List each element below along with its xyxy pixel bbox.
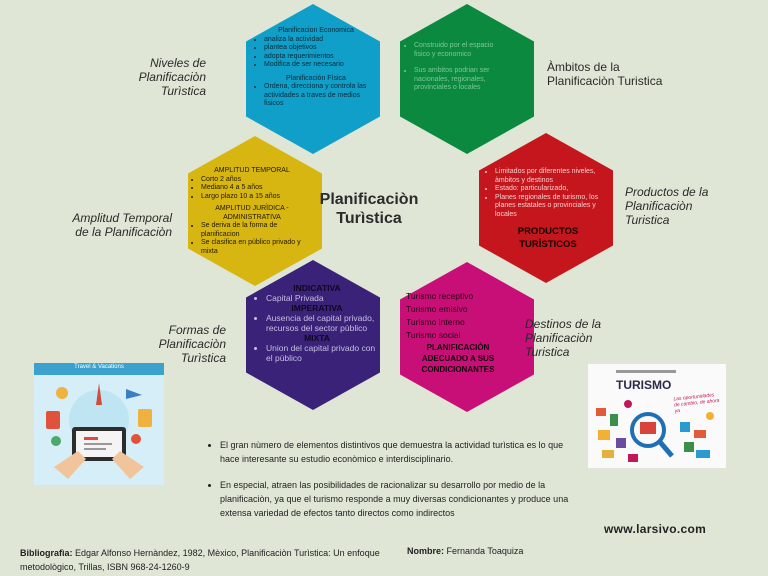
list-item: Union del capital privado con el pùblico <box>266 343 376 363</box>
list-item: Turismo receptivo <box>406 290 510 303</box>
magenta-hex-content: Turismo receptivo Turismo emisivo Turism… <box>406 290 510 375</box>
name-label: Nombre: <box>407 546 444 556</box>
list-item: analiza la actividad <box>264 36 376 45</box>
label-line: Planificaciòn <box>525 331 645 345</box>
list-item: Corto 2 años <box>201 176 311 185</box>
label-line: Planificaciòn <box>130 337 226 351</box>
label-line: Turistica <box>625 213 745 227</box>
tourist-products-title: PRODUCTOS TURÌSTICOS <box>487 225 609 251</box>
travel-icons <box>34 375 164 485</box>
conditions-planning-title: PLANIFICACIÒN ADECUADO A SUS CONDICIONAN… <box>406 342 510 375</box>
economic-planning-title: Planificacion Economica <box>256 27 376 36</box>
bibliography-text: Edgar Alfonso Hernàndez, 1982, Mèxico, P… <box>20 548 380 572</box>
label-niveles: Niveles de Planificaciòn Turìstica <box>110 56 206 98</box>
travel-illustration: Travel & Vacations <box>34 363 164 485</box>
bullet-item: El gran nùmero de elementos distintivos … <box>220 438 578 466</box>
label-destinos: Destinos de la Planificaciòn Turistica <box>525 317 645 359</box>
yellow-hex-content: AMPLITUD TEMPORAL Corto 2 años Mediano 4… <box>193 167 311 256</box>
purple-hex-content: INDICATIVA Capital Privada IMPERATIVA Au… <box>258 283 376 363</box>
label-line: de la Planificaciòn <box>40 225 172 239</box>
imperative-title: IMPERATIVA <box>258 303 376 313</box>
label-productos: Productos de la Planificaciòn Turistica <box>625 185 745 227</box>
list-item: Capital Privada <box>266 293 376 303</box>
red-hex-content: Limitados por diferentes niveles, àmbito… <box>487 168 609 251</box>
list-item: Planes regionales de turismo, los planes… <box>495 194 609 220</box>
list-item: adopta requerimientos <box>264 53 376 62</box>
label-ambitos: Àmbitos de la Planificaciòn Turistica <box>547 60 717 88</box>
list-item: Construido por el espacio fisico y econo… <box>414 42 510 59</box>
title-line: Turìstica <box>302 209 436 228</box>
list-item: Mediano 4 a 5 años <box>201 184 311 193</box>
label-line: Turìstica <box>110 84 206 98</box>
title-line: Planificaciòn <box>302 190 436 209</box>
summary-bullets: El gran nùmero de elementos distintivos … <box>208 438 578 532</box>
list-item: Ordena, direcciona y controla las activi… <box>264 83 376 109</box>
list-item: Turismo emisivo <box>406 303 510 316</box>
bullet-item: En especial, atraen las posibilidades de… <box>220 478 578 520</box>
bibliography: Bibliografìa: Edgar Alfonso Hernàndez, 1… <box>20 546 395 574</box>
list-item: Limitados por diferentes niveles, àmbito… <box>495 168 609 185</box>
blue-hex-content: Planificacion Economica analiza la activ… <box>256 27 376 109</box>
label-line: Planificaciòn <box>110 70 206 84</box>
poster-graphics <box>588 364 726 468</box>
label-line: Niveles de <box>110 56 206 70</box>
label-line: Planificaciòn <box>625 199 745 213</box>
turismo-poster: TURISMO Las oportunidades de cambio, de … <box>588 364 726 468</box>
list-item: plantea objetivos <box>264 44 376 53</box>
indicative-title: INDICATIVA <box>258 283 376 293</box>
legal-amplitude-title: AMPLITUD JURÌDICA - ADMINISTRATIVA <box>193 205 311 222</box>
list-item: Se clasifica en pùblico privado y mixta <box>201 239 311 256</box>
list-item: Modifica de ser necesario <box>264 61 376 70</box>
label-line: Destinos de la <box>525 317 645 331</box>
label-line: Formas de <box>130 323 226 337</box>
label-line: Àmbitos de la <box>547 60 717 74</box>
list-item: Turismo social <box>406 329 510 342</box>
list-item: Ausencia del capital privado, recursos d… <box>266 313 376 333</box>
label-formas: Formas de Planificaciòn Turìstica <box>130 323 226 365</box>
list-item: Estado: particularizado, <box>495 185 609 194</box>
list-item: Se deriva de la forma de planificacion <box>201 222 311 239</box>
diagram-title: Planificaciòn Turìstica <box>302 190 436 228</box>
list-item: Largo plazo 10 a 15 años <box>201 193 311 202</box>
name-value: Fernanda Toaquiza <box>447 546 524 556</box>
illustration-title: Travel & Vacations <box>34 364 164 370</box>
physical-planning-title: Planificación Fìsica <box>256 75 376 84</box>
label-line: Planificaciòn Turistica <box>547 74 717 88</box>
label-line: Turistica <box>525 345 645 359</box>
mixed-title: MIXTA <box>258 333 376 343</box>
label-amplitud: Amplitud Temporal de la Planificaciòn <box>40 211 172 239</box>
website-label: www.larsivo.com <box>604 522 706 536</box>
list-item: Turismo interno <box>406 316 510 329</box>
green-hex-content: Construido por el espacio fisico y econo… <box>406 42 510 93</box>
label-line: Productos de la <box>625 185 745 199</box>
bibliography-label: Bibliografìa: <box>20 548 73 558</box>
temporal-amplitude-title: AMPLITUD TEMPORAL <box>193 167 311 176</box>
label-line: Amplitud Temporal <box>40 211 172 225</box>
author-name: Nombre: Fernanda Toaquiza <box>407 546 523 556</box>
list-item: Sus ambitos podrian ser nacionales, regi… <box>414 67 510 93</box>
